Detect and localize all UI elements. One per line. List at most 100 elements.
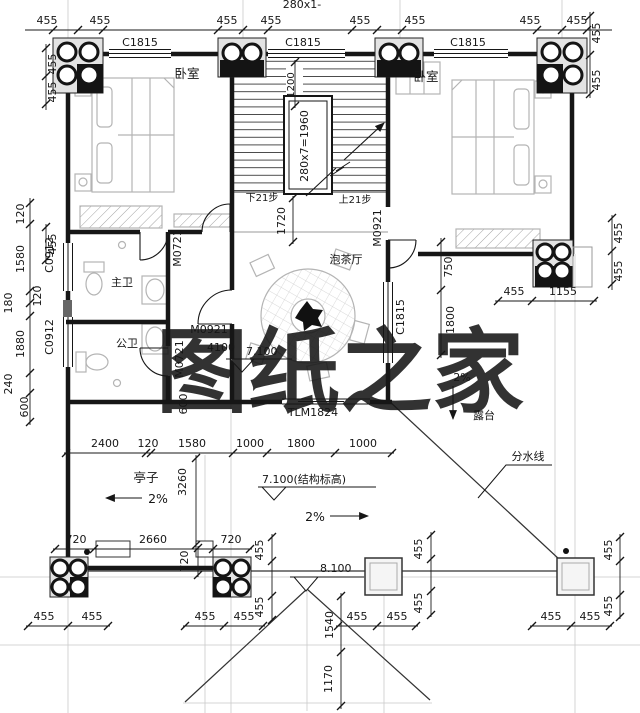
column-dot-right bbox=[563, 548, 569, 554]
tea-table bbox=[244, 248, 371, 382]
dim-455: 455 bbox=[412, 593, 425, 614]
dim-455: 455 bbox=[602, 540, 615, 561]
tea-table-center-plant bbox=[295, 301, 323, 331]
door-right-bedroom bbox=[387, 239, 417, 269]
column-right-middle bbox=[532, 239, 593, 288]
dim-120: 120 bbox=[31, 286, 44, 307]
dim-455: 455 bbox=[46, 234, 59, 255]
watershed-leader-line bbox=[477, 464, 552, 499]
column-dot-left bbox=[84, 549, 90, 555]
room-label-master-bath: 主卫 bbox=[111, 276, 133, 289]
window-c0912-lower bbox=[63, 317, 73, 367]
room-label-public-bath: 公卫 bbox=[116, 337, 138, 350]
dim-3260: 3260 bbox=[176, 468, 189, 496]
dim-1800: 1800 bbox=[444, 306, 457, 334]
window-c1815-top-center bbox=[268, 49, 345, 58]
door-public-bath bbox=[139, 347, 169, 377]
door-label-m0721: M0721 bbox=[171, 229, 184, 267]
dim-455: 455 bbox=[387, 610, 408, 623]
column-top-right bbox=[536, 37, 588, 94]
doors bbox=[139, 203, 417, 377]
dim-455: 455 bbox=[580, 610, 601, 623]
dim-1580: 1580 bbox=[14, 245, 27, 273]
dim-1540: 1540 bbox=[323, 611, 336, 639]
level-label-8100: 8.100 bbox=[320, 562, 352, 575]
dim-455: 455 bbox=[541, 610, 562, 623]
dim-120: 120 bbox=[14, 204, 27, 225]
stair-up-label: 上21步 bbox=[339, 194, 372, 206]
dim-1800: 1800 bbox=[287, 437, 315, 450]
dim-455: 455 bbox=[37, 14, 58, 27]
dim-455: 455 bbox=[253, 540, 266, 561]
staircase bbox=[232, 56, 388, 233]
room-label-tea-room: 泡茶厅 bbox=[330, 252, 363, 266]
stair-width-dim: 1200 bbox=[286, 72, 297, 97]
window-label-c1815: C1815 bbox=[285, 36, 321, 49]
column-bottom-mid bbox=[212, 556, 252, 598]
window-c1815-top-left bbox=[109, 49, 171, 58]
dim-455: 455 bbox=[350, 14, 371, 27]
dim-455: 455 bbox=[405, 14, 426, 27]
dimension-lines bbox=[25, 12, 621, 709]
dim-720: 720 bbox=[66, 533, 87, 546]
stair-landing-dim: 1720 bbox=[275, 207, 288, 235]
dim-750: 750 bbox=[442, 257, 455, 278]
slope-label-left: 2% bbox=[148, 491, 168, 506]
dim-455: 455 bbox=[261, 14, 282, 27]
dim-455: 455 bbox=[590, 23, 603, 44]
wall-poche bbox=[63, 300, 72, 317]
roof-ridge-right bbox=[306, 588, 431, 701]
column-bottom-left bbox=[49, 556, 89, 598]
dim-455: 455 bbox=[217, 14, 238, 27]
window-label-c0912: C0912 bbox=[43, 237, 56, 273]
window-c0912-upper bbox=[63, 243, 73, 291]
door-hall-tea-room bbox=[197, 289, 233, 325]
dim-720: 720 bbox=[221, 533, 242, 546]
column-square-bottom-right bbox=[556, 557, 595, 596]
dim-120: 120 bbox=[138, 437, 159, 450]
rug-hall bbox=[173, 213, 231, 228]
dim-455: 455 bbox=[46, 54, 59, 75]
dim-1000: 1000 bbox=[349, 437, 377, 450]
watershed-label: 分水线 bbox=[512, 449, 545, 463]
dim-2400: 2400 bbox=[91, 437, 119, 450]
dim-455: 455 bbox=[90, 14, 111, 27]
dim-455: 455 bbox=[504, 285, 525, 298]
level-label-7100-structural: 7.100(结构标高) bbox=[262, 472, 346, 486]
door-label-m0921: M0921 bbox=[371, 209, 384, 247]
window-label-c1815-tea: C1815 bbox=[394, 299, 407, 335]
stair-run-formula: 280x7=1960 bbox=[298, 110, 311, 182]
dim-180: 180 bbox=[2, 293, 15, 314]
room-label-bedroom-right: 卧室 bbox=[413, 69, 438, 84]
dim-1880: 1880 bbox=[14, 330, 27, 358]
dim-1155: 1155 bbox=[549, 285, 577, 298]
bed-left bbox=[74, 77, 175, 193]
window-label-c1815: C1815 bbox=[122, 36, 158, 49]
dim-455: 455 bbox=[82, 610, 103, 623]
dim-455: 455 bbox=[567, 14, 588, 27]
dim-600: 600 bbox=[177, 394, 190, 415]
rug-left-bedroom bbox=[79, 205, 163, 229]
window-c1815-tea-room bbox=[383, 282, 393, 363]
dim-455: 455 bbox=[347, 610, 368, 623]
door-master-bath bbox=[139, 231, 169, 261]
dim-455: 455 bbox=[590, 70, 603, 91]
dim-455: 455 bbox=[46, 82, 59, 103]
door-label-m0721: M0721 bbox=[173, 340, 186, 378]
level-marker-7100-structural bbox=[258, 486, 376, 501]
rug-right-bedroom bbox=[455, 228, 541, 249]
dim-720: 720 bbox=[178, 551, 191, 572]
dim-1580: 1580 bbox=[178, 437, 206, 450]
dim-455: 455 bbox=[412, 539, 425, 560]
watershed-diagonal-line bbox=[387, 399, 561, 561]
columns bbox=[49, 37, 595, 598]
column-square-bottom-center bbox=[364, 557, 403, 596]
sliding-door-tlm1824-lines bbox=[282, 398, 370, 405]
level-marker-7100 bbox=[226, 358, 292, 373]
column-top-mid-right bbox=[374, 37, 424, 78]
level-label-7100: 7.100 bbox=[246, 345, 278, 358]
room-label-terrace: 露台 bbox=[473, 408, 495, 422]
dim-455: 455 bbox=[234, 610, 255, 623]
dim-455: 455 bbox=[34, 610, 55, 623]
